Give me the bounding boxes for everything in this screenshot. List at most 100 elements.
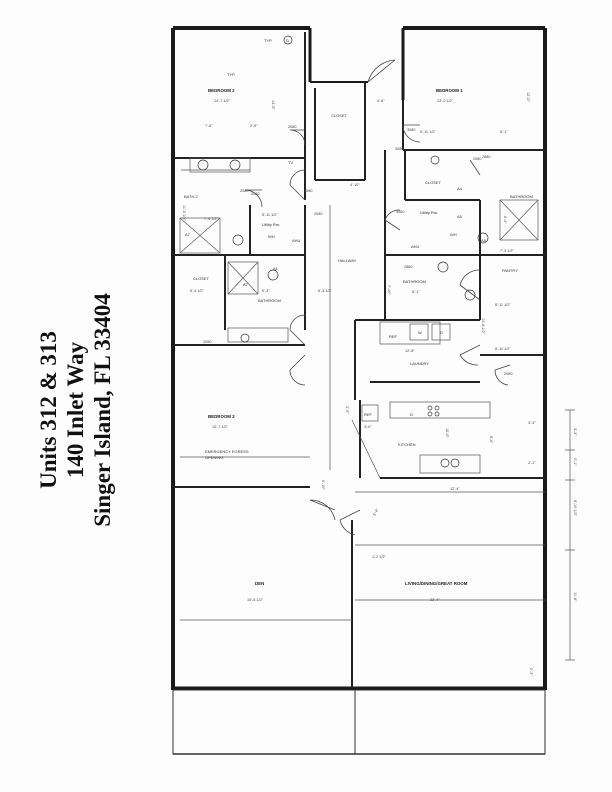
living-label: LIVING/DINING/GREAT ROOM bbox=[405, 581, 468, 586]
door-pantry bbox=[494, 364, 511, 386]
fixtures bbox=[197, 35, 489, 468]
ahu-tag-left: AHU bbox=[292, 238, 301, 243]
room-labels: TYP. BEDROOM 2 14'-7 1/2" BEDROOM 1 13'-… bbox=[184, 72, 533, 602]
ref-tag-laundry: REF bbox=[389, 334, 398, 339]
a5-tag: A5 bbox=[457, 214, 463, 219]
dim-label-14: 2'-9" bbox=[345, 406, 349, 414]
den-dim: 15'-8 1/2" bbox=[247, 598, 264, 602]
dryer-tag: D bbox=[440, 330, 443, 335]
dim-label-26: 5'-4" bbox=[372, 507, 380, 516]
bedroom2-prefix: TYP. bbox=[227, 72, 235, 77]
hallway-dim: 6'-3 1/2" bbox=[318, 289, 333, 293]
dimension-labels: 13'-5" 7'-5" 2'-9" 4'-8" 5'-11 1/2" 6'-1… bbox=[182, 92, 577, 676]
door-code-1: 2080 bbox=[288, 125, 296, 129]
ref-tag-kitchen: REF bbox=[364, 412, 373, 417]
door-code-13: 2080 bbox=[240, 189, 248, 193]
balcony bbox=[172, 689, 546, 755]
ahu-tag-right: AHU bbox=[411, 244, 420, 249]
closet-left-label: CLOSET bbox=[193, 276, 210, 281]
wh-tag-left: WH bbox=[268, 234, 275, 239]
door-code-9: 2080 bbox=[473, 157, 481, 161]
door-code-7: 2880 bbox=[404, 265, 412, 269]
bedroom1-label: BEDROOM 1 bbox=[436, 88, 463, 93]
kitchen-sink bbox=[440, 458, 450, 468]
egress-note: EMERGENCY EGRESS bbox=[205, 449, 249, 454]
utility-left-label: Utility Rm. bbox=[262, 222, 280, 227]
toilet-bath-right bbox=[437, 261, 449, 273]
dim-label-16: 8'-6" bbox=[489, 436, 493, 444]
closet-top-label: CLOSET bbox=[331, 113, 348, 118]
den-label: DEN bbox=[255, 581, 264, 586]
dim-label-15: 3'-0" bbox=[364, 425, 372, 429]
dim-label-1: 13'-5" bbox=[271, 100, 275, 110]
bathroom-left-dim: 9'-3" bbox=[262, 289, 270, 293]
pantry-dim: 8'-11 1/2" bbox=[495, 303, 511, 307]
toilet-bath-left bbox=[267, 269, 279, 281]
dim-label-18: 2'-1" bbox=[573, 458, 577, 466]
dim-label-6: 6'-1" bbox=[500, 130, 508, 134]
bedroom3-label: BEDROOM 3 bbox=[208, 414, 235, 419]
a7-tag: A7 bbox=[185, 232, 191, 237]
sink-bath-left bbox=[240, 333, 250, 343]
door-laundry bbox=[459, 344, 481, 366]
sink-bath2 bbox=[229, 159, 241, 171]
a1-tag: A1 bbox=[273, 266, 279, 271]
door-code-3: 3080 bbox=[304, 189, 312, 193]
dim-label-12: 14'-8 1/2" bbox=[481, 318, 485, 335]
washer-box bbox=[409, 323, 429, 341]
door-utility bbox=[384, 209, 401, 231]
stove-3 bbox=[427, 411, 433, 417]
dim-label-19: 3'-3" bbox=[528, 421, 536, 425]
laundry-counter bbox=[379, 321, 441, 345]
door-hall bbox=[289, 169, 306, 201]
dim-label-11: 7'-10" bbox=[387, 285, 391, 295]
door-bath-left bbox=[289, 314, 306, 346]
toilet-bath2b bbox=[232, 234, 244, 246]
door-bath-right bbox=[459, 269, 481, 301]
door-den bbox=[309, 499, 336, 521]
laundry-dim: 12'-8" bbox=[405, 349, 415, 353]
utility-right-label: Utility Rm. bbox=[420, 210, 438, 215]
bedroom3-dim: 14'-7 1/2" bbox=[212, 425, 229, 429]
wh-tag-right: WH bbox=[450, 232, 457, 237]
dim-label-8: 4'-10" bbox=[350, 183, 360, 187]
vanity-bath2 bbox=[189, 157, 251, 173]
dim-label-23: 1'-2 1/2" bbox=[372, 555, 387, 559]
door-d-tag: D bbox=[286, 38, 289, 43]
a7-tag-2: A7 bbox=[243, 282, 249, 287]
kitchen-island bbox=[419, 454, 481, 474]
vanity-bath-left bbox=[227, 327, 289, 343]
door-code-11: 2080 bbox=[504, 372, 512, 376]
egress-note-2: OPENING bbox=[205, 455, 223, 460]
door-bed2 bbox=[289, 129, 306, 146]
bathroom-far-label: BATHROOM bbox=[510, 194, 533, 199]
door-bed3 bbox=[289, 354, 306, 386]
door-code-8: 2080 bbox=[203, 340, 211, 344]
dim-label-9: 11'-5 1/2" bbox=[182, 205, 186, 221]
dim-label-20: 2'-1" bbox=[528, 461, 536, 465]
dim-label-17: 3'-3" bbox=[573, 428, 577, 436]
d-tag-kitchen: D bbox=[410, 412, 413, 417]
dim-label-5: 5'-11 1/2" bbox=[420, 130, 436, 134]
stove-4 bbox=[434, 411, 440, 417]
dim-label-21: 8'-10 1/2" bbox=[573, 500, 577, 517]
balcony-outline bbox=[172, 689, 546, 755]
bath2-label: BATH 2 bbox=[184, 194, 198, 199]
living-dim: 22'-4" bbox=[430, 598, 440, 602]
dim-label-13: 10'-0" bbox=[445, 428, 449, 438]
bedroom1-dim: 13'-0 1/2" bbox=[437, 99, 454, 103]
sink-closet-right bbox=[430, 155, 440, 165]
dim-label-10: 7'-6 1/2" bbox=[204, 217, 219, 221]
laundry-label: LAUNDRY bbox=[410, 361, 429, 366]
dim-label-2: 7'-5" bbox=[205, 124, 213, 128]
utility-left-dim: 5'-11 1/2" bbox=[262, 213, 278, 217]
bathroom-right-dim: 6'-1" bbox=[412, 290, 420, 294]
door-code-4: 2080 bbox=[251, 192, 259, 196]
pantry-label: PANTRY bbox=[502, 268, 518, 273]
sink-bath-right bbox=[464, 289, 476, 301]
tv-tag: TV bbox=[288, 160, 293, 165]
a4-tag: A4 bbox=[457, 186, 463, 191]
dim-label-24: 2'-3" bbox=[529, 668, 533, 676]
dim-label-25: 6'-10" bbox=[321, 480, 325, 490]
